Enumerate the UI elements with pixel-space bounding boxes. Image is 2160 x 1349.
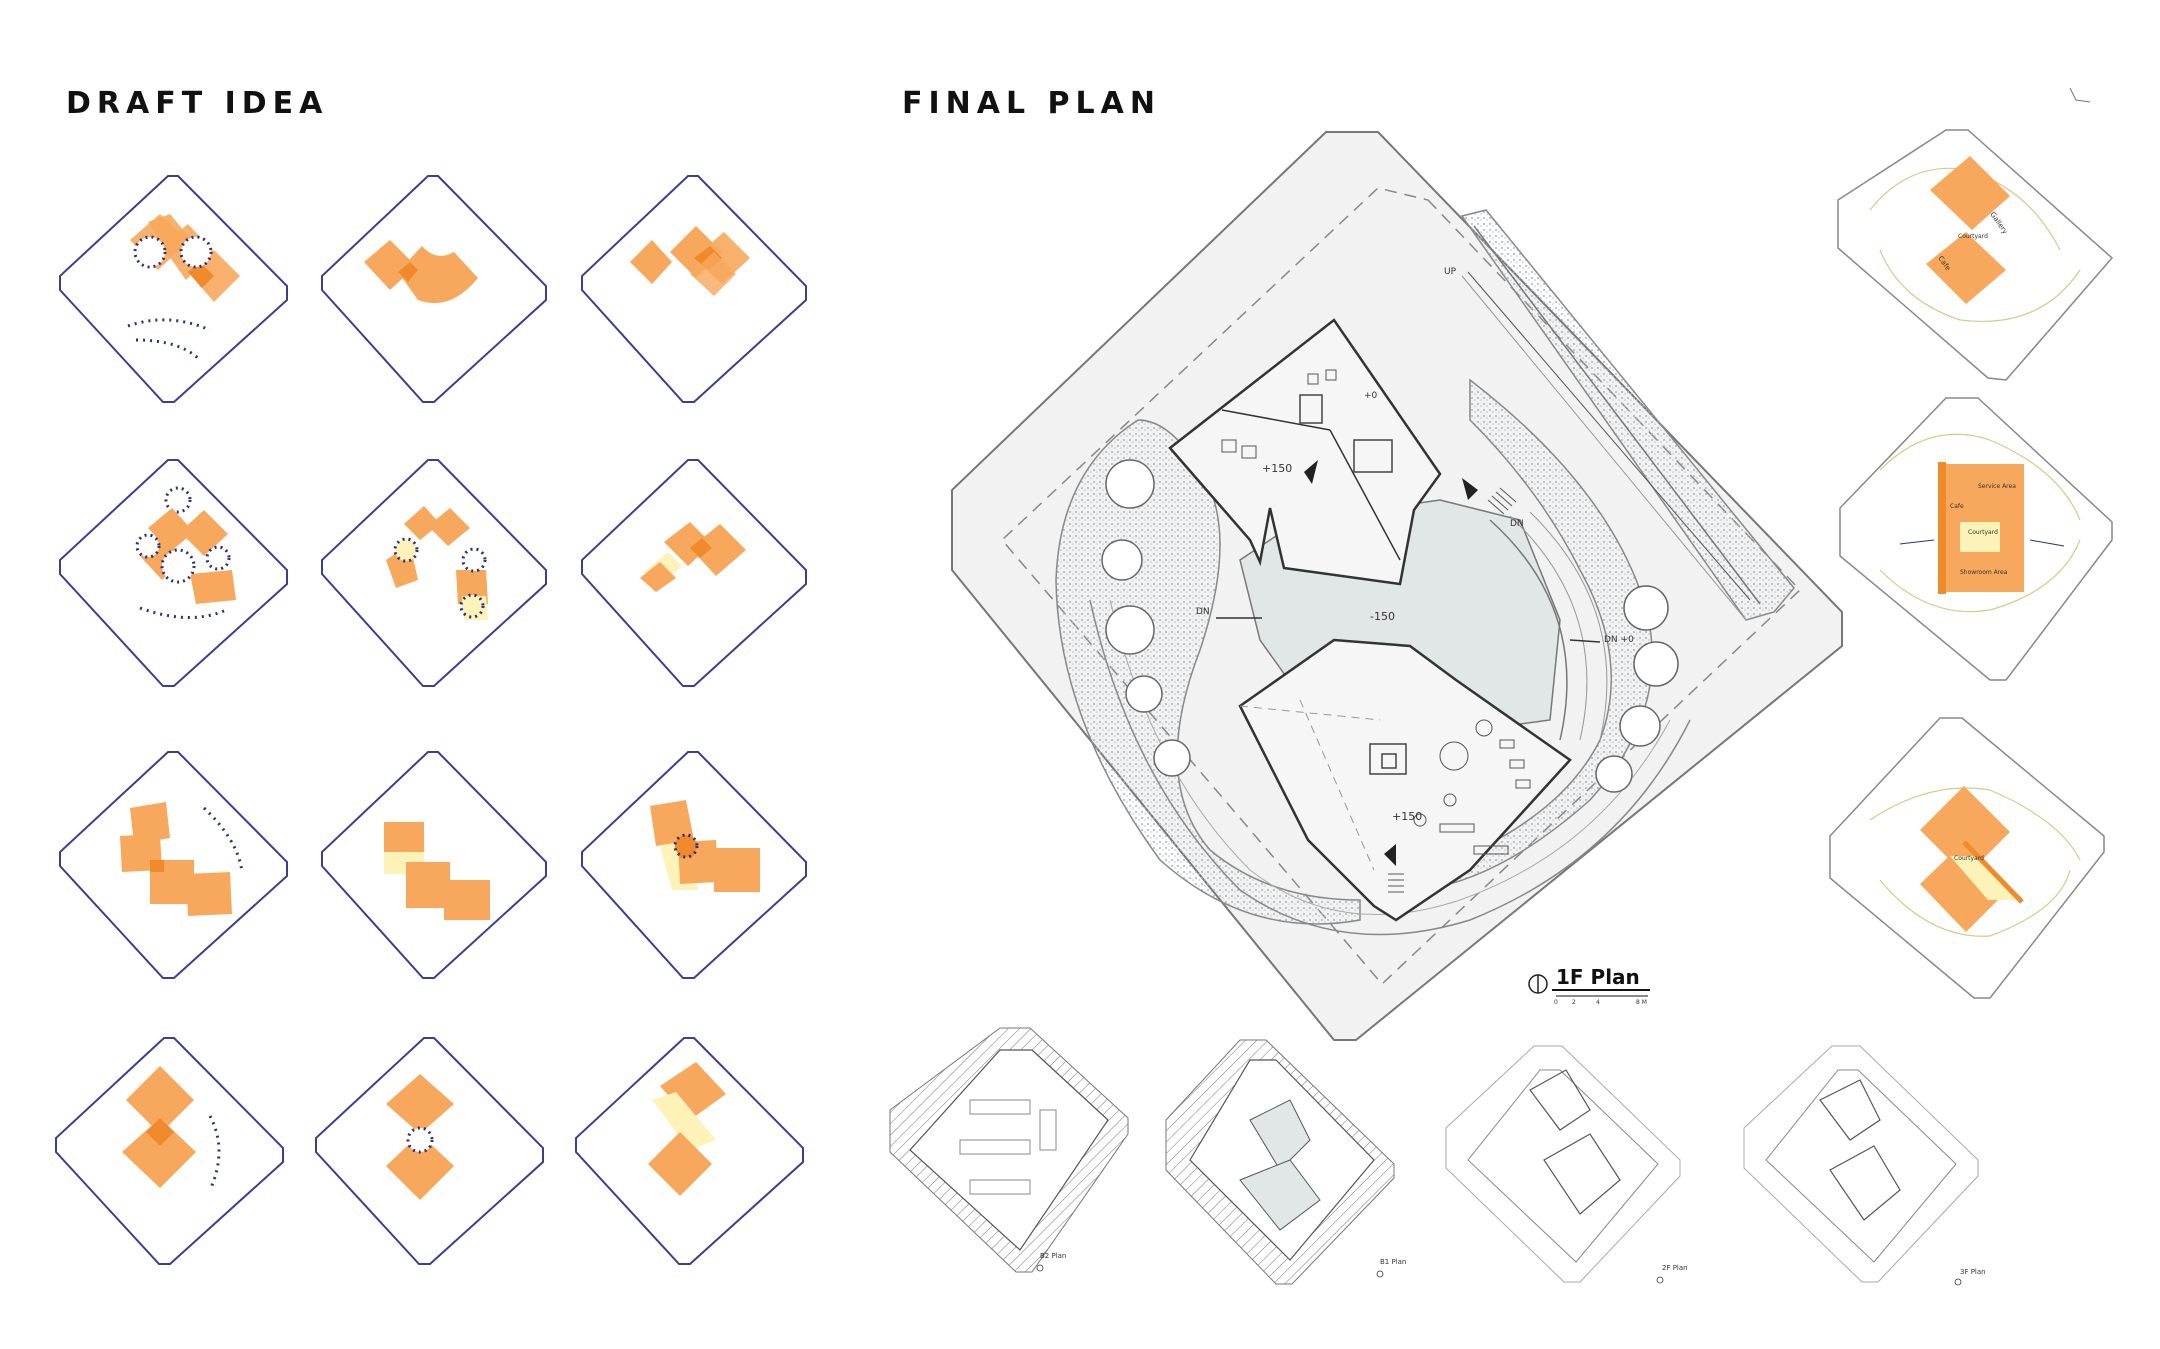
corner-mark — [2069, 87, 2091, 103]
trees — [1101, 459, 1679, 793]
label-walk-up: UP — [1444, 267, 1457, 277]
draft-diagram-1 — [59, 175, 288, 403]
draft-diagram-5 — [321, 459, 547, 687]
final-plan-heading: FINAL PLAN — [902, 86, 1161, 121]
scale-tick-4: 4 — [1596, 999, 1600, 1006]
small-floor-plans: B2 Plan B1 Plan 2F Plan 3F Plan — [889, 1027, 1986, 1286]
draft-diagram-12 — [575, 1037, 804, 1265]
lower-building — [1238, 638, 1572, 922]
label-top-level: +0 — [1364, 391, 1378, 401]
plan-b1: B1 Plan — [1165, 1039, 1406, 1285]
label-cafe-middle: Cafe — [1950, 503, 1964, 510]
label-2f-plan: 2F Plan — [1662, 1264, 1688, 1272]
draft-diagram-4 — [59, 459, 288, 687]
draft-idea-heading: DRAFT IDEA — [66, 86, 329, 121]
side-diagram-middle: Service Area Cafe Courtyard Showroom Are… — [1839, 397, 2113, 681]
draft-diagram-10 — [55, 1037, 284, 1265]
label-courtyard-middle: Courtyard — [1968, 529, 1998, 536]
upper-building — [1168, 318, 1442, 586]
label-courtyard-bottom: Courtyard — [1954, 855, 1984, 862]
label-service-area: Service Area — [1978, 483, 2016, 490]
draft-diagram-6 — [581, 459, 807, 687]
label-stair: DN — [1510, 519, 1524, 529]
side-diagrams: Gallery Courtyard Cafe Service Area Cafe… — [1829, 129, 2114, 999]
label-courtyard-top: Courtyard — [1958, 233, 1988, 240]
main-1f-plan: +150 -150 +150 DN DN +0 +0 DN UP 1F Plan… — [951, 131, 1843, 1041]
label-entry-left: DN — [1196, 607, 1210, 617]
label-showroom-area: Showroom Area — [1960, 569, 2008, 576]
label-3f-plan: 3F Plan — [1960, 1268, 1986, 1276]
label-upper-level: +150 — [1262, 462, 1292, 475]
label-b2-plan: B2 Plan — [1040, 1252, 1066, 1260]
plan-3f: 3F Plan — [1743, 1045, 1986, 1286]
scale-tick-0: 0 — [1554, 999, 1558, 1006]
draft-idea-grid — [55, 175, 807, 1265]
parking-strip — [1460, 209, 1795, 621]
scale-tick-2: 2 — [1572, 999, 1576, 1006]
draft-diagram-11 — [315, 1037, 544, 1265]
side-diagram-bottom: Courtyard — [1829, 717, 2105, 999]
label-entry-right: DN +0 — [1604, 635, 1634, 645]
plan-2f: 2F Plan — [1445, 1045, 1688, 1284]
draft-diagram-9 — [581, 751, 807, 979]
label-b1-plan: B1 Plan — [1380, 1258, 1406, 1266]
label-courtyard-level: -150 — [1370, 610, 1395, 623]
draft-diagram-7 — [59, 751, 288, 979]
scale-tick-8: 8 M — [1636, 999, 1647, 1006]
main-plan-title: 1F Plan — [1556, 965, 1640, 989]
side-diagram-top: Gallery Courtyard Cafe — [1837, 129, 2114, 381]
plan-b2: B2 Plan — [889, 1027, 1129, 1273]
draft-diagram-3 — [581, 175, 807, 403]
draft-diagram-8 — [321, 751, 547, 979]
label-lower-level: +150 — [1392, 810, 1422, 823]
draft-diagram-2 — [321, 175, 547, 403]
